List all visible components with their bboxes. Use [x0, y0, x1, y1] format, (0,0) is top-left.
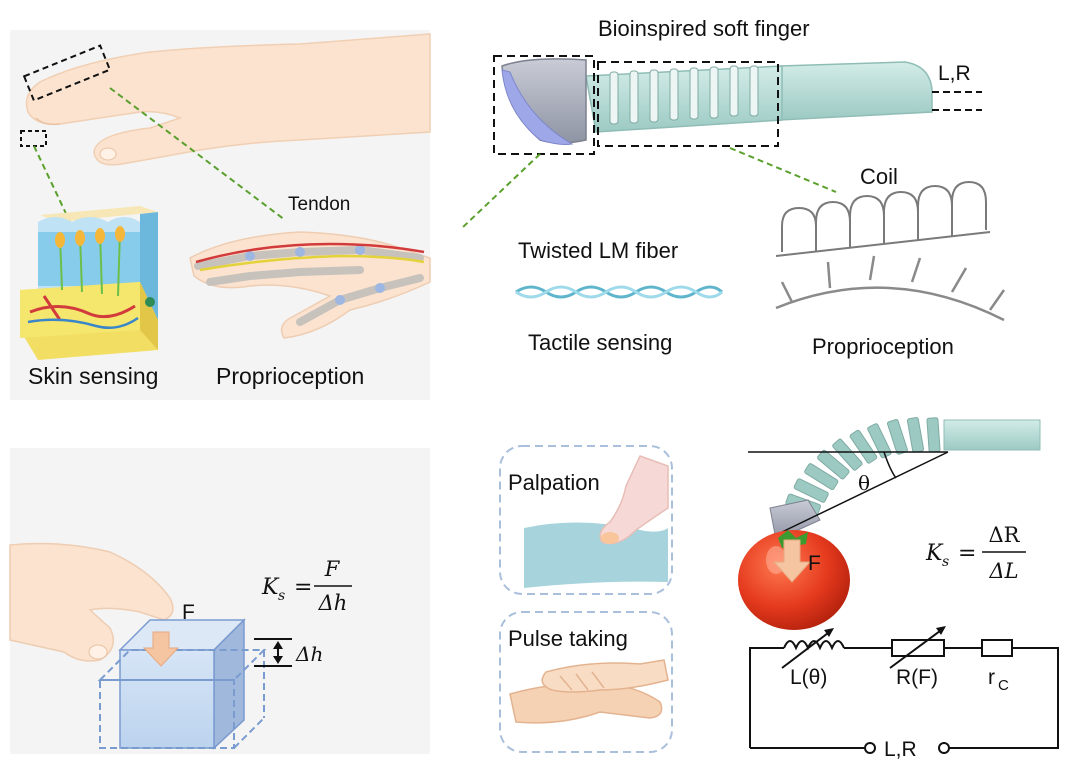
lr-label-b: L,R [938, 62, 971, 85]
green-guide-skin [33, 145, 71, 223]
terminal-right [938, 742, 950, 754]
soft-finger [501, 58, 933, 145]
ks-c-sub: s [278, 588, 285, 604]
resistor-arrowhead [936, 626, 946, 635]
proprioception-label-a: Proprioception [216, 363, 364, 389]
palpation-fingertip [601, 532, 619, 544]
ks-c-denominator: Δh [318, 591, 348, 615]
force-label-d: F [808, 552, 821, 575]
rc-resistor-symbol [981, 639, 1013, 657]
force-arrow-c [142, 631, 180, 667]
palpation-surface [524, 522, 668, 588]
bend-line [781, 451, 949, 533]
pulse-hands [509, 659, 669, 724]
hand-dashed-box-large [22, 44, 112, 102]
ks-c-lhs: K [261, 575, 280, 600]
coil-label: Coil [860, 164, 898, 189]
skin-sensing-label: Skin sensing [28, 363, 158, 389]
twisted-fiber-label: Twisted LM fiber [518, 238, 678, 263]
resistor-variable-arrow [889, 627, 945, 669]
terminal-left [864, 742, 876, 754]
ks-d-denominator: ΔL [988, 559, 1018, 583]
delta-h-indicator [254, 638, 292, 667]
stiffness-equation-d: K s = ΔR ΔL [925, 523, 1026, 583]
hand-illustration [25, 33, 431, 166]
palpation-box [499, 445, 673, 595]
panel-d: Palpation Pulse taking [499, 417, 1059, 760]
green-guide-coil [729, 147, 837, 193]
sensing-circuit [749, 627, 1059, 754]
ks-d-eq: = [958, 541, 976, 566]
theta-label: θ [858, 471, 870, 495]
coil-dashed-box [597, 61, 779, 147]
inductor-arrowhead [824, 628, 834, 637]
pulse-box [499, 611, 673, 753]
stiffness-equation-c: K s = F Δh [261, 557, 352, 615]
ks-c-numerator: F [324, 557, 341, 581]
inductor-variable-arrow [781, 629, 833, 669]
proprioception-label-b: Proprioception [812, 334, 954, 359]
tendon-label: Tendon [288, 194, 350, 215]
tip-dashed-box [493, 55, 595, 155]
panel-b: Bioinspired soft finger L,R [461, 16, 1006, 359]
green-guide-tendon [109, 87, 286, 221]
force-label-c: F [182, 601, 195, 624]
proprioception-arc [775, 255, 1006, 322]
terminal-label: L,R [884, 738, 917, 760]
circuit-wire-right [948, 647, 1059, 749]
delta-h-label: Δh [295, 642, 323, 666]
ks-d-numerator: ΔR [989, 523, 1021, 547]
hand-pressing [9, 542, 174, 662]
skin-cross-section [20, 206, 158, 360]
inductor-label: L(θ) [790, 666, 827, 689]
force-arrow-d [772, 539, 812, 583]
ks-d-sub: s [942, 554, 949, 570]
panel-c: F Δh K s = F Δh [9, 448, 430, 754]
palpation-finger [599, 455, 669, 545]
inductor-symbol [783, 640, 845, 651]
resistor-label: R(F) [896, 666, 938, 689]
panel-a: Tendon Skin sensing Proprioception [10, 30, 431, 400]
theta-arc [883, 451, 897, 479]
compression-cube [97, 618, 267, 750]
pulse-taking-label: Pulse taking [508, 626, 628, 651]
hand-dashed-box-small [20, 130, 47, 147]
palpation-label: Palpation [508, 470, 600, 495]
rc-label-sub: C [998, 677, 1009, 694]
ks-d-lhs: K [925, 541, 944, 566]
tendon-bone-illustration [189, 231, 431, 339]
coil-loops [775, 180, 991, 257]
ks-c-eq: = [294, 575, 312, 600]
rc-label-main: r [988, 666, 995, 689]
bent-soft-finger [769, 417, 1041, 541]
soft-finger-title: Bioinspired soft finger [598, 16, 810, 41]
circuit-wire-left [749, 647, 784, 748]
twisted-lm-fiber [515, 285, 724, 299]
green-guide-fiber [461, 153, 541, 229]
tactile-sensing-label: Tactile sensing [528, 330, 672, 355]
